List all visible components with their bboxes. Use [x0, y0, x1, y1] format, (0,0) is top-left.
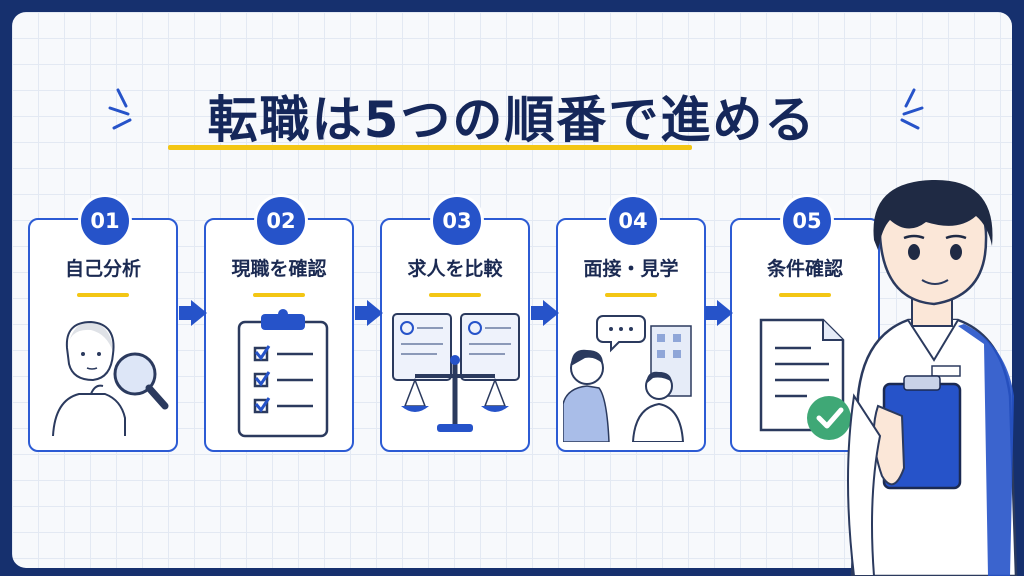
interview-icon — [563, 315, 692, 442]
next-arrow-icon — [705, 300, 733, 326]
label-underline — [779, 293, 831, 297]
step-card-1: 自己分析 — [28, 218, 178, 452]
left-sparkle-icon — [108, 88, 132, 130]
label-underline — [429, 293, 481, 297]
step-number-5: 05 — [780, 194, 834, 248]
next-arrow-icon — [179, 300, 207, 326]
step-number-4: 04 — [606, 194, 660, 248]
step-label: 求人を比較 — [407, 258, 503, 280]
label-underline — [253, 293, 305, 297]
nurse-character-illustration — [847, 179, 1018, 576]
step-label: 条件確認 — [766, 258, 843, 280]
label-underline — [77, 293, 129, 297]
step-label: 自己分析 — [64, 258, 141, 280]
step-number-1: 01 — [78, 194, 132, 248]
self-analysis-icon — [52, 320, 169, 437]
next-arrow-icon — [531, 300, 559, 326]
clipboard-checklist-icon — [237, 309, 329, 438]
step-label: 面接・見学 — [583, 258, 679, 280]
step-card-2: 現職を確認 — [204, 218, 354, 452]
balance-scale-icon — [392, 313, 520, 432]
step-card-4: 面接・見学 — [556, 218, 706, 452]
title-underline — [168, 145, 692, 150]
page-title: 転職は5つの順番で進める — [207, 91, 817, 149]
step-card-3: 求人を比較 — [380, 218, 530, 452]
next-arrow-icon — [355, 300, 383, 326]
label-underline — [605, 293, 657, 297]
right-sparkle-icon — [900, 88, 924, 130]
document-check-icon — [759, 318, 851, 440]
step-number-2: 02 — [254, 194, 308, 248]
step-number-3: 03 — [430, 194, 484, 248]
step-label: 現職を確認 — [231, 258, 327, 280]
